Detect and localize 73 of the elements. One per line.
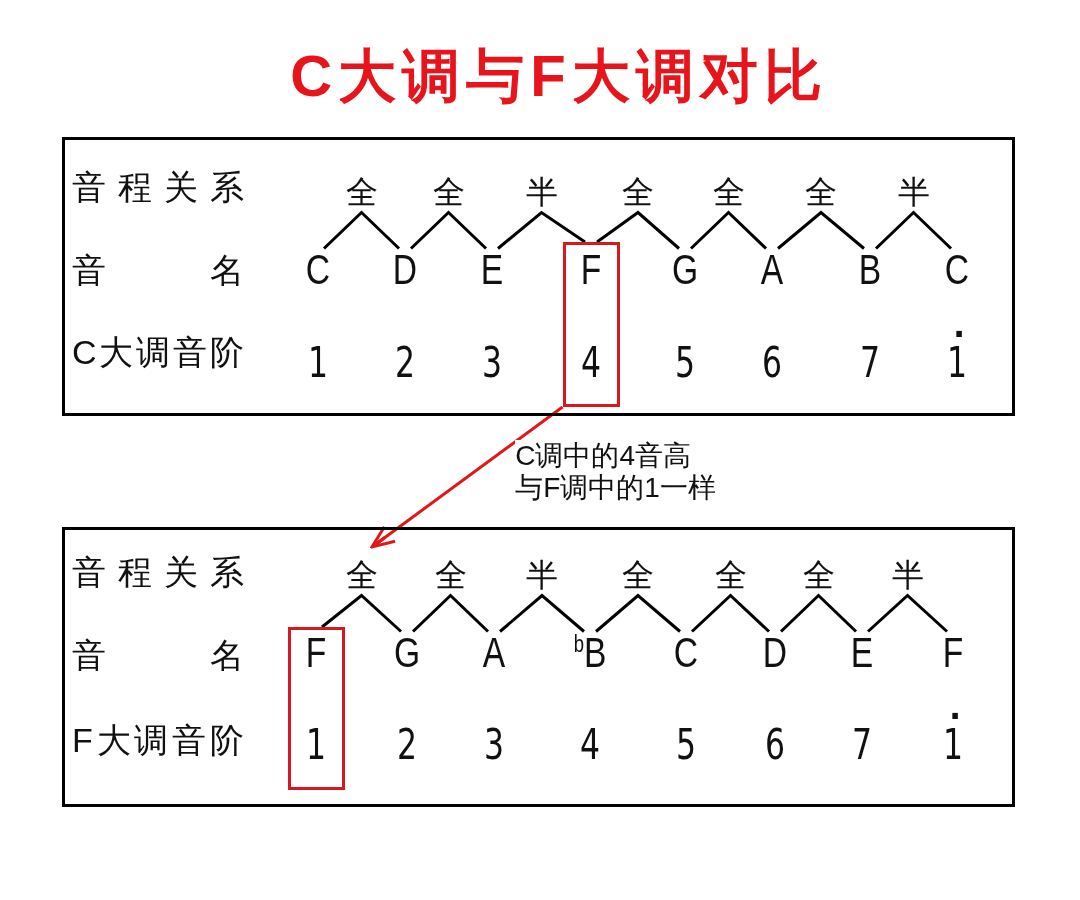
scale-degree: 3 [483,719,505,772]
interval-label: 全 [345,175,378,208]
scale-degree: 2 [394,337,416,390]
row-label: 音名 [72,253,244,287]
scale-degree: 3 [481,337,503,390]
note-name: D [762,631,788,674]
highlight-box [562,242,620,407]
note-name: $^{b}$B [573,631,607,674]
scale-degree: 4 [579,719,601,772]
interval-line [777,210,865,250]
note-name: C [305,248,331,291]
interval-label: 全 [805,175,837,208]
interval-line [497,210,586,250]
interval-label: 全 [622,175,654,208]
note-name: F [580,248,602,291]
note-name: F [942,631,964,674]
scale-degree: 5 [674,337,696,390]
scale-degree: 1 [307,337,329,390]
scale-panel [62,527,1015,807]
interval-line [690,593,771,633]
arrow [370,405,564,549]
row-label: 音程关系 [72,170,244,204]
interval-label: 半 [525,175,558,208]
interval-line [867,593,948,633]
highlight-box [287,627,345,790]
note-name: D [392,248,418,291]
note-name: C [944,248,970,291]
scale-degree: 1̇ [942,711,964,779]
row-label: 音名 [72,638,244,672]
interval-label: 半 [897,175,930,208]
interval-label: 全 [712,175,745,208]
interval-line [409,210,488,250]
note-name: G [671,248,699,291]
scale-degree: 1̇ [946,329,968,397]
scale-degree: 1 [305,719,327,772]
row-label: 音程关系 [72,555,244,589]
scale-degree: 7 [851,719,873,772]
note-name: A [760,248,784,291]
note-name: E [850,631,874,674]
scale-degree: 4 [580,337,602,390]
interval-line [499,593,585,633]
interval-label: 全 [432,175,465,208]
interval-line [321,593,402,633]
arrow-label: C调中的4音高与F调中的1一样 [515,440,718,504]
note-name: G [393,631,421,674]
interval-line [689,210,768,250]
interval-line [322,210,401,250]
note-name: C [673,631,699,674]
note-name: B [858,248,882,291]
interval-line [411,593,490,633]
scale-degree: 5 [675,719,697,772]
row-label: F大调音阶 [72,723,244,757]
interval-label: 半 [891,558,924,591]
note-name: E [480,248,504,291]
interval-label: 全 [802,558,835,591]
interval-label: 全 [434,558,467,591]
interval-line [874,210,953,250]
scale-degree: 2 [396,719,418,772]
interval-line [779,593,858,633]
diagram-title: C大调与F大调对比 [290,44,828,108]
note-name: F [305,631,327,674]
scale-panel [62,137,1015,416]
interval-label: 全 [345,558,378,591]
interval-line [595,593,681,633]
note-name: A [482,631,506,674]
scale-degree: 6 [764,719,786,772]
row-label: C大调音阶 [72,335,244,369]
interval-label: 全 [714,558,747,591]
scale-degree: 6 [761,337,783,390]
scale-degree: 7 [859,337,881,390]
interval-label: 全 [622,558,654,591]
interval-label: 半 [526,558,558,591]
interval-line [596,210,680,250]
